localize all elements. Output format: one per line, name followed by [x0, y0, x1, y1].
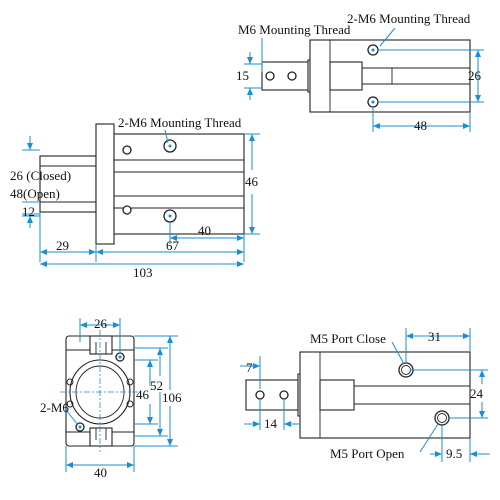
2m6-leader [379, 27, 396, 47]
2m6-mounting-thread-label: 2-M6 Mounting Thread [347, 11, 471, 26]
m6-thread-hole [265, 71, 275, 81]
dim-24: 24 [470, 386, 484, 401]
dim-40: 40 [94, 465, 107, 480]
dim-29: 29 [56, 238, 69, 253]
port-view: M5 Port Close M5 Port Open 31 7 24 14 [240, 328, 490, 462]
side-hole-2 [122, 205, 132, 215]
bottom-slot [89, 427, 113, 447]
flange-plate [95, 123, 115, 245]
body-block [113, 133, 245, 235]
dim-31: 31 [428, 329, 441, 344]
dim-46: 46 [136, 387, 150, 402]
body-outline [309, 39, 471, 113]
dim-52: 52 [150, 378, 163, 393]
dim-7: 7 [246, 360, 253, 375]
dim-14: 14 [264, 416, 278, 431]
dim-9-5: 9.5 [446, 446, 462, 461]
dim-26: 26 [468, 68, 482, 83]
dim-26: 26 [94, 316, 108, 331]
side-view: 2-M6 Mounting Thread 26 (Closed) 48(Open… [10, 115, 260, 280]
piston-block [329, 61, 363, 91]
port-jaw-plate [245, 379, 299, 411]
dim-67: 67 [166, 238, 180, 253]
jaw-section [39, 155, 97, 213]
dim-15: 15 [236, 68, 249, 83]
dim-12: 12 [22, 204, 35, 219]
end-view: 26 46 52 106 2-M6 40 [40, 316, 182, 480]
2m6-label: 2-M6 [40, 400, 69, 415]
port-piston [319, 379, 355, 411]
dim-open-48: 48(Open) [10, 186, 60, 201]
dim-closed-26: 26 (Closed) [10, 168, 71, 183]
2m6-mounting-thread-label: 2-M6 Mounting Thread [118, 115, 242, 130]
side-hole-1 [122, 145, 132, 155]
dim-106: 106 [162, 390, 182, 405]
dim-103: 103 [133, 265, 153, 280]
m5-port-open-label: M5 Port Open [330, 446, 405, 461]
dim-46: 46 [245, 174, 259, 189]
port-jaw-hole-1 [255, 390, 265, 400]
top-slot [89, 335, 113, 355]
dim-48: 48 [414, 118, 427, 133]
m5-port-close-label: M5 Port Close [310, 331, 386, 346]
jaw-hole [287, 71, 297, 81]
port-jaw-hole-2 [279, 390, 289, 400]
dim-40: 40 [198, 223, 211, 238]
top-right-view: M6 Mounting Thread 2-M6 Mounting Thread … [236, 11, 484, 133]
m6-mounting-thread-label: M6 Mounting Thread [238, 22, 351, 37]
